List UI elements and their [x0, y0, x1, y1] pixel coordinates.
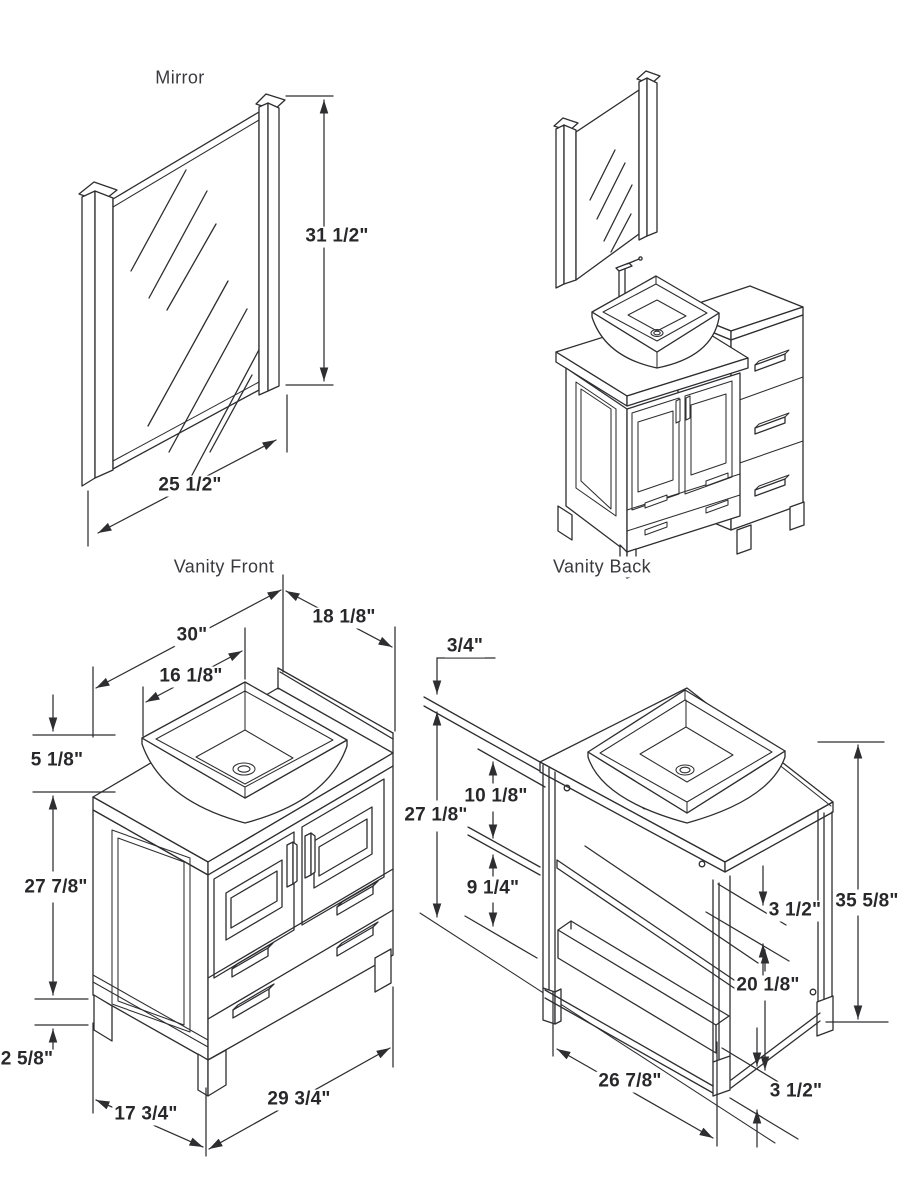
dim-front-counter-depth: 18 1/8"	[310, 606, 378, 629]
assembled-faucet	[615, 256, 643, 300]
dim-back-lower-opening: 9 1/4"	[464, 877, 522, 900]
dim-back-toe-kick-height: 3 1/2"	[767, 1080, 825, 1103]
dim-front-leg-height: 2 5/8"	[0, 1048, 56, 1071]
front-drawers	[207, 868, 394, 1020]
vanity-front-view	[32, 574, 396, 1157]
assembled-sink	[591, 275, 720, 369]
dim-mirror-height: 31 1/2"	[303, 225, 371, 248]
back-shelf	[556, 845, 759, 991]
front-face	[207, 765, 394, 1061]
assembled-mirror	[553, 70, 661, 289]
dim-mirror-width: 25 1/2"	[156, 474, 224, 497]
dim-back-opening-height: 27 1/8"	[402, 804, 470, 827]
mirror-view	[78, 93, 334, 547]
back-rear-right-stile	[816, 809, 834, 1037]
dim-back-apron-height: 3 1/2"	[766, 899, 824, 922]
dim-back-counter-thickness: 3/4"	[444, 635, 486, 658]
mirror-glass	[112, 111, 260, 470]
dim-front-sink-height: 5 1/8"	[28, 749, 86, 772]
dim-front-base-depth: 17 3/4"	[112, 1103, 180, 1126]
dim-back-total-height: 35 5/8"	[833, 890, 900, 913]
back-drawer-box	[557, 920, 730, 1054]
assembled-view	[553, 70, 805, 579]
back-right-front-stile	[712, 875, 731, 1097]
dim-back-panel-height: 20 1/8"	[734, 974, 802, 997]
back-bottom-stretchers	[544, 989, 821, 1094]
mirror-view-title: Mirror	[153, 67, 207, 89]
front-doors	[213, 778, 385, 979]
back-left-stile	[542, 764, 562, 1025]
vanity-back-view	[419, 657, 889, 1148]
front-sink	[141, 681, 348, 824]
back-sink	[587, 689, 786, 824]
dim-back-width: 26 7/8"	[596, 1070, 664, 1093]
mirror-reflection-lines	[130, 169, 262, 478]
vanity-back-view-title: Vanity Back	[550, 556, 654, 578]
dim-front-cabinet-height: 27 7/8"	[22, 876, 90, 899]
dim-front-sink-width: 16 1/8"	[157, 665, 225, 688]
back-extension-ticks	[423, 696, 546, 959]
dim-back-upper-opening: 10 1/8"	[462, 785, 530, 808]
dim-front-counter-width: 30"	[174, 624, 210, 647]
vanity-front-view-title: Vanity Front	[171, 556, 277, 578]
dim-front-base-width: 29 3/4"	[265, 1088, 333, 1111]
